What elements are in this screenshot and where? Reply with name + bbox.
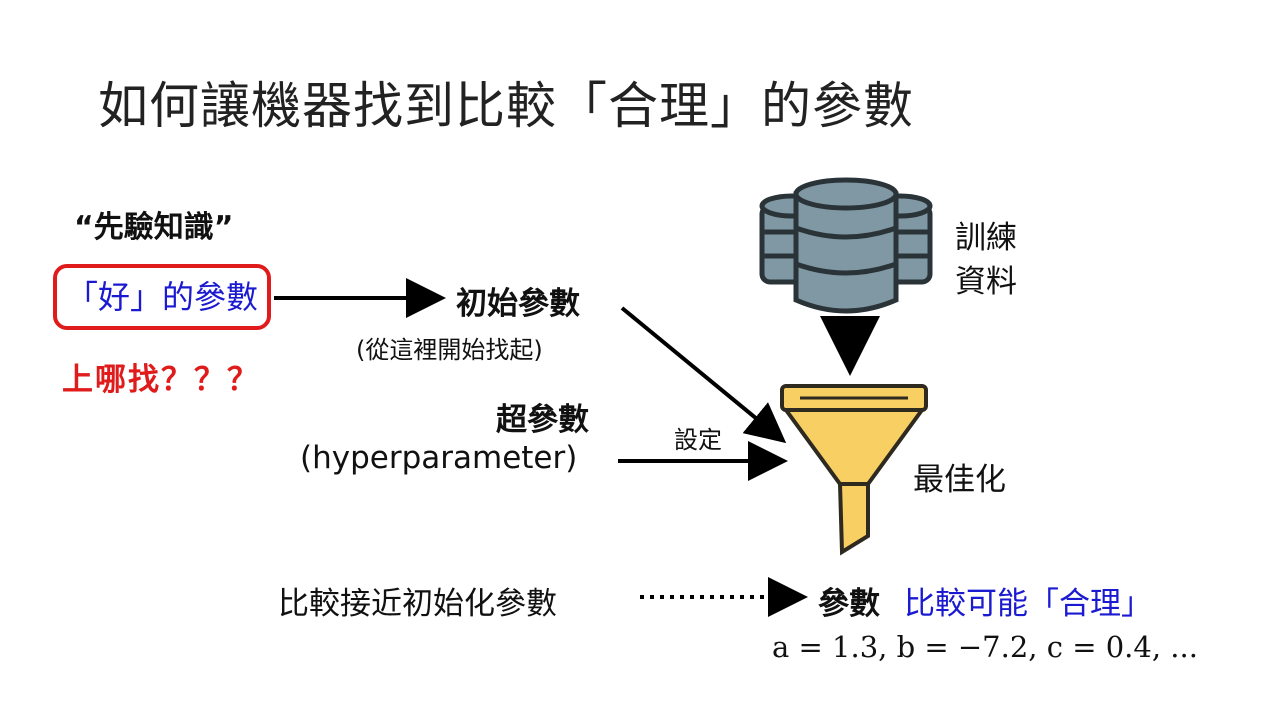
initial-params-title: 初始參數	[456, 286, 580, 322]
closer-to-init-label: 比較接近初始化參數	[278, 586, 557, 622]
optimization-label: 最佳化	[913, 462, 1006, 498]
training-data-label-line1: 訓練	[955, 220, 1017, 256]
database-icon	[759, 177, 933, 314]
funnel-icon	[780, 384, 928, 556]
set-label: 設定	[674, 426, 722, 454]
hyperparameter-title: 超參數	[496, 402, 589, 438]
prior-knowledge-label: “先驗知識”	[74, 210, 234, 245]
params-label: 參數	[818, 586, 880, 622]
training-data-label-line2: 資料	[955, 264, 1017, 300]
initial-params-subtitle: (從這裡開始找起)	[356, 336, 543, 364]
good-params-box	[53, 264, 271, 330]
more-reasonable-label: 比較可能「合理」	[904, 586, 1152, 622]
hyperparameter-subtitle: (hyperparameter)	[300, 440, 578, 476]
arrow-initial-to-funnel	[620, 306, 787, 444]
good-params-label: 「好」的參數	[65, 278, 258, 316]
param-values: a = 1.3, b = −7.2, c = 0.4, ...	[772, 630, 1198, 664]
where-to-find-label: 上哪找？？？	[62, 362, 260, 398]
page-title: 如何讓機器找到比較「合理」的參數	[98, 77, 914, 135]
